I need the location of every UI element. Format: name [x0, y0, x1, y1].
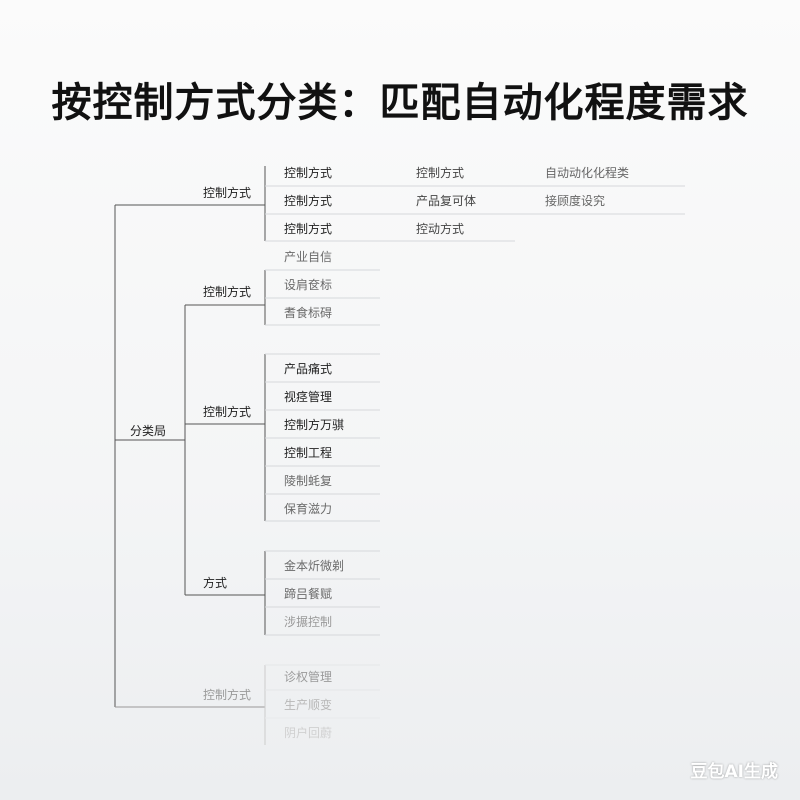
leaf-item: 控制工程 [284, 446, 333, 460]
leaf-detail: 自动动化化程类 [545, 166, 630, 180]
watermark: 豆包AI生成 [690, 762, 778, 782]
branch-label: 方式 [203, 576, 228, 590]
branch-label: 控制方式 [203, 186, 252, 200]
leaf-item: 产品痛式 [284, 362, 333, 376]
branch-label: 控制方式 [203, 285, 252, 299]
leaf-item: 诊权管理 [284, 670, 333, 684]
leaf-item: 蹄吕餐赋 [284, 587, 333, 601]
leaf-item: 金本炘微剃 [284, 559, 345, 573]
leaf-detail: 产品复可体 [416, 194, 477, 208]
leaf-item: 阴户回蔚 [284, 726, 333, 740]
leaf-item: 视痉管理 [284, 390, 333, 404]
leaf-item: 控制方式 [284, 222, 333, 236]
leaf-item: 耆食标碍 [284, 306, 333, 320]
leaf-detail: 控动方式 [416, 222, 465, 236]
leaf-item: 控制方式 [284, 166, 333, 180]
branch-label: 控制方式 [203, 405, 252, 419]
leaf-item: 涉搌控制 [284, 615, 333, 629]
leaf-item: 设肩奁标 [284, 278, 333, 292]
leaf-item: 生产顺变 [284, 698, 333, 712]
leaf-item: 陵制蚝复 [284, 474, 333, 488]
root-node: 分类局 [130, 424, 167, 438]
leaf-detail: 控制方式 [416, 166, 465, 180]
page-title: 按控制方式分类：匹配自动化程度需求 [51, 80, 749, 126]
leaf-item: 保育滋力 [284, 502, 333, 516]
leaf-item: 产业自信 [284, 250, 333, 264]
leaf-item: 控制方式 [284, 194, 333, 208]
leaf-detail: 接顾度设究 [545, 194, 606, 208]
branch-label: 控制方式 [203, 688, 252, 702]
leaf-item: 控制方万骐 [284, 418, 345, 432]
